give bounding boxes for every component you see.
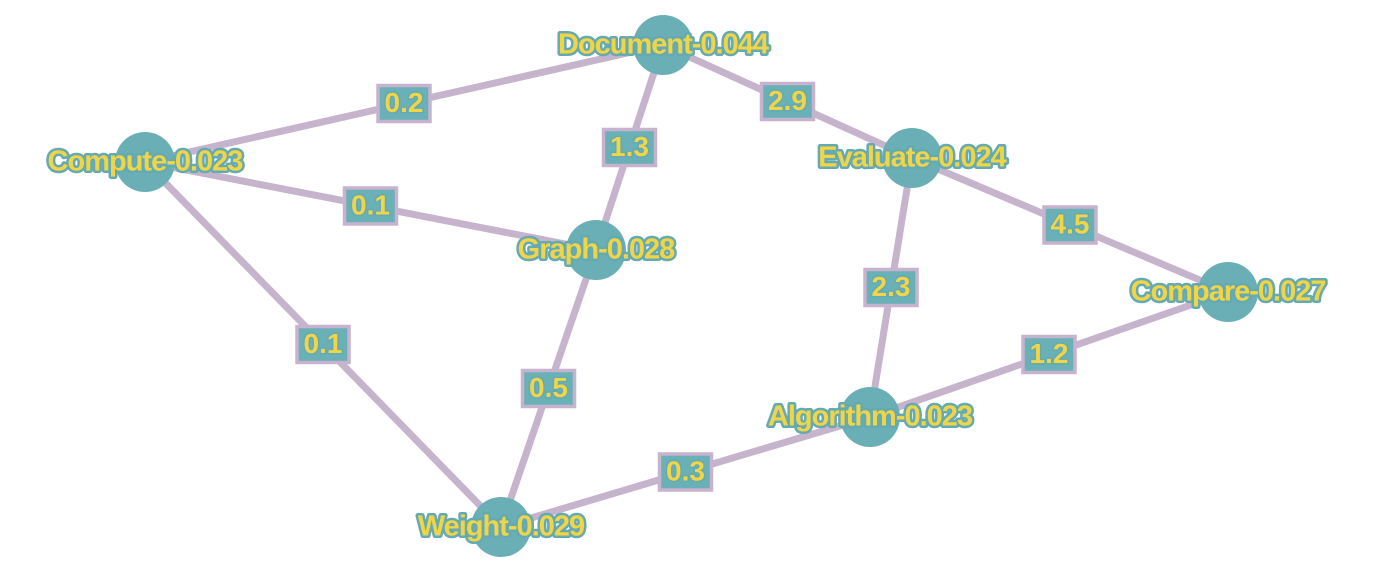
node-evaluate[interactable] bbox=[882, 128, 942, 188]
edge-weight-label: 1.3 bbox=[610, 131, 649, 162]
edge-weight-compute-weight: 0.1 bbox=[295, 324, 351, 365]
edge-weight-label: 0.3 bbox=[666, 455, 705, 486]
node-graph[interactable] bbox=[566, 220, 626, 280]
edge-weight-label: 4.5 bbox=[1051, 208, 1090, 239]
edge-weight-box bbox=[863, 267, 919, 308]
edge-weight-graph-weight: 0.5 bbox=[520, 368, 577, 409]
edge-weight-compute-graph: 0.1 bbox=[342, 186, 399, 226]
node-label-graph: Graph-0.028 bbox=[518, 234, 675, 266]
edge-weight-evaluate-compare: 4.5 bbox=[1042, 205, 1098, 245]
edge-weight-box bbox=[520, 368, 577, 409]
node-label-compare: Compare-0.027 bbox=[1131, 276, 1326, 308]
node-label-weight: Weight-0.029 bbox=[418, 511, 585, 543]
edge-weight-box bbox=[657, 452, 714, 492]
edge-weight-box bbox=[342, 186, 399, 226]
nodes-layer bbox=[115, 15, 1258, 557]
edge-weight-label: 0.5 bbox=[529, 372, 568, 403]
edge-weight-document-evaluate: 2.9 bbox=[759, 81, 816, 122]
edge-weight-box bbox=[601, 127, 658, 168]
edge-weight-box bbox=[295, 324, 351, 365]
node-weight[interactable] bbox=[471, 497, 531, 557]
edge-weight-weight-algorithm: 0.3 bbox=[657, 452, 714, 492]
edge-weight-compare-algorithm: 1.2 bbox=[1021, 334, 1077, 375]
node-label-algorithm: Algorithm-0.023 bbox=[768, 401, 973, 433]
node-compute[interactable] bbox=[115, 132, 175, 192]
edge-weight-label: 2.9 bbox=[768, 85, 807, 116]
edge-weight-label: 0.1 bbox=[351, 189, 390, 220]
node-algorithm[interactable] bbox=[840, 387, 900, 447]
node-compare[interactable] bbox=[1198, 262, 1258, 322]
edge-weight-box bbox=[1021, 334, 1077, 375]
edge-weight-label: 2.3 bbox=[872, 271, 911, 302]
node-document[interactable] bbox=[633, 15, 693, 75]
weights-layer: 0.2 2.9 1.3 0.1 4.5 2.3 0.1 0.5 1.2 0.3 bbox=[295, 81, 1098, 492]
edge-weight-evaluate-algorithm: 2.3 bbox=[863, 267, 919, 308]
node-label-compute: Compute-0.023 bbox=[48, 146, 244, 178]
edge-weight-box bbox=[1042, 205, 1098, 245]
edge-weight-box bbox=[759, 81, 816, 122]
edge-weight-label: 1.2 bbox=[1030, 338, 1069, 369]
edge-weight-label: 0.1 bbox=[304, 328, 343, 359]
edge-weight-box bbox=[376, 83, 432, 124]
edge-weight-label: 0.2 bbox=[385, 87, 424, 118]
node-label-evaluate: Evaluate-0.024 bbox=[818, 142, 1006, 174]
edge-weight-compute-document: 0.2 bbox=[376, 83, 432, 124]
node-label-document: Document-0.044 bbox=[558, 29, 769, 61]
edge-weight-document-graph: 1.3 bbox=[601, 127, 658, 168]
